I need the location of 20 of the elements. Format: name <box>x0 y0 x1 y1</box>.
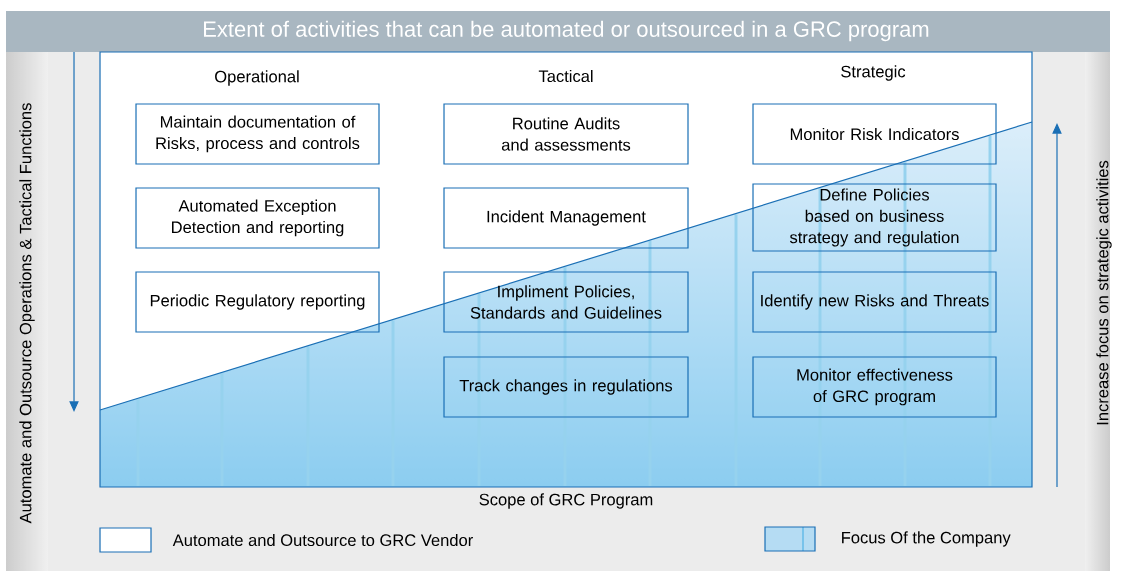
activity-box: Identify new Risks and Threats <box>752 271 997 333</box>
legend-label: Automate and Outsource to GRC Vendor <box>172 533 473 547</box>
activity-box: Monitor effectiveness of GRC program <box>752 356 997 418</box>
activity-box: Periodic Regulatory reporting <box>135 271 380 333</box>
activity-box: Track changes in regulations <box>443 356 689 418</box>
axis-label: Scope of GRC Program <box>479 493 653 509</box>
column-heading: Tactical <box>538 69 593 83</box>
title-bar: Extent of activities that can be automated or outsourced in a GRC program <box>6 11 1110 52</box>
axis-label: Increase focus on strategic activities <box>1096 160 1112 425</box>
activity-box: Routine Audits and assessments <box>443 103 689 165</box>
activity-box: Define Policies based on business strategy and regulation <box>752 183 997 252</box>
column-heading: Operational <box>215 70 299 86</box>
legend-label: Focus Of the Company <box>842 531 1011 547</box>
activity-box: Maintain documentation of Risks, process and controls <box>135 103 380 165</box>
axis-label: Automate and Outsource Operations & Tactical Functions <box>19 103 35 524</box>
column-heading: Strategic <box>841 65 906 81</box>
activity-box: Incident Management <box>443 187 689 249</box>
activity-box: Monitor Risk Indicators <box>752 103 997 165</box>
activity-box: Automated Exception Detection and reporting <box>135 187 380 249</box>
activity-box: Impliment Policies, Standards and Guidelines <box>443 271 689 333</box>
